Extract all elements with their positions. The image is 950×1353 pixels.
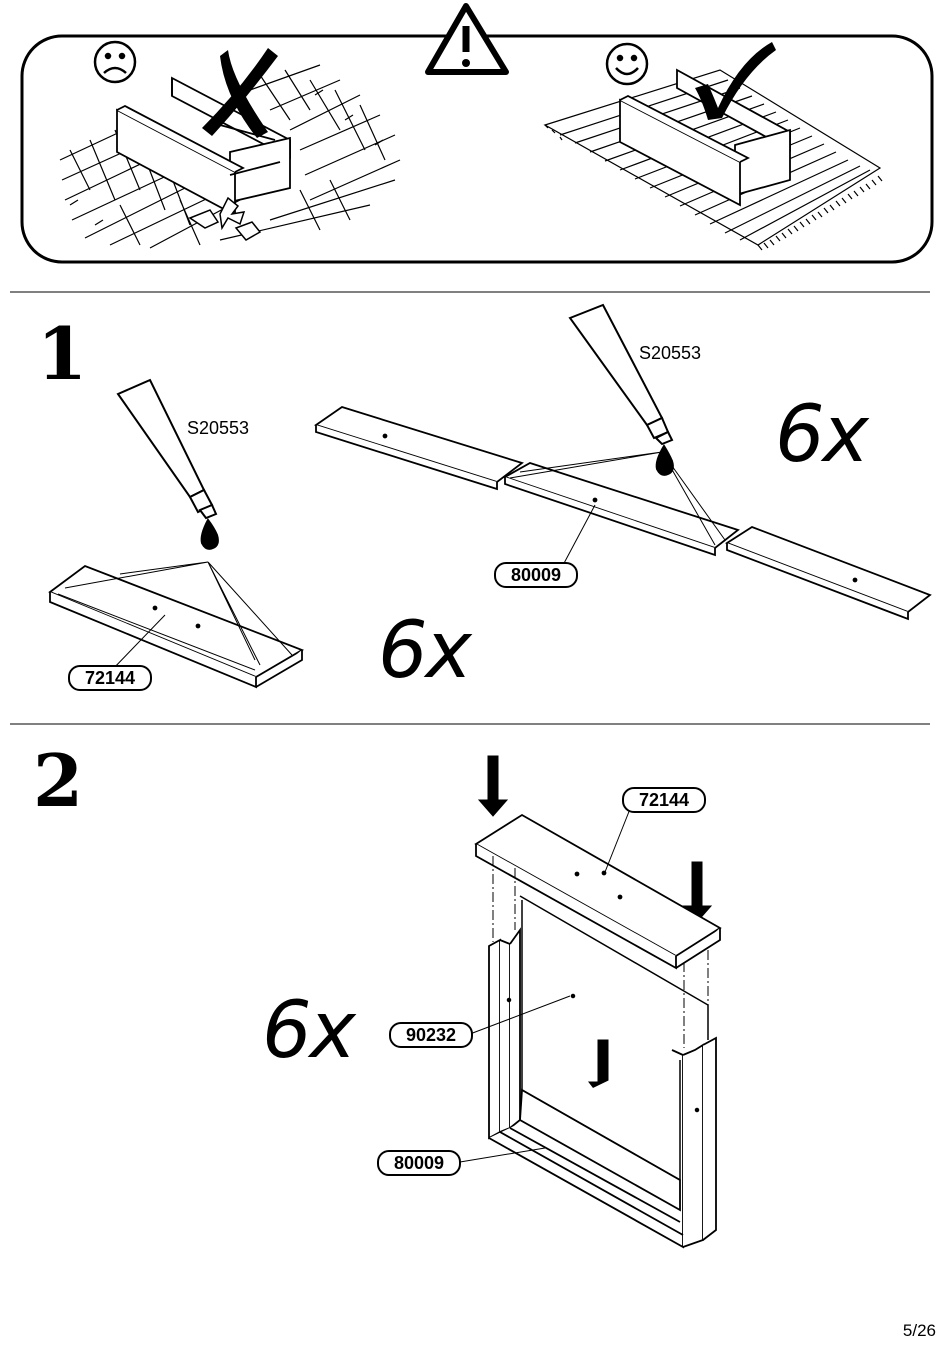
- panel-90232: [506, 895, 709, 1181]
- warning-panel: [20, 3, 934, 264]
- part-number-label: 72144: [622, 787, 706, 813]
- leader-72144-a: [109, 614, 166, 673]
- tiled-floor: [59, 64, 401, 249]
- splinters: [188, 196, 262, 241]
- glue-lines-b: [509, 451, 726, 546]
- glue-code-label: S20553: [187, 418, 250, 438]
- glue-code-label: S20553: [639, 343, 702, 363]
- sad-face-icon: [93, 40, 137, 84]
- board-72144: [48, 564, 305, 689]
- part-number-label: 80009: [494, 562, 578, 588]
- happy-face-icon: [605, 42, 649, 86]
- leader-80009-a: [561, 504, 596, 568]
- glue-tube-icon: [568, 303, 674, 476]
- part-number-label: 90232: [389, 1022, 473, 1048]
- check-mark-icon: [695, 42, 776, 120]
- down-arrow-icon: [681, 861, 713, 923]
- glue-tube-icon: [116, 378, 219, 550]
- glue-lines-a: [64, 561, 293, 666]
- top-board-72144: [474, 813, 722, 970]
- part-number-label: 80009: [377, 1150, 461, 1176]
- frame-80009: [488, 927, 717, 1249]
- quantity-multiplier: 6x: [775, 390, 869, 480]
- page-number: 5/26: [902, 1321, 936, 1340]
- box-assembly-bad: [116, 76, 291, 217]
- leaders-step2: [459, 808, 631, 1163]
- part-number-label: 72144: [68, 665, 152, 691]
- down-arrow-icon: [477, 755, 509, 817]
- x-mark-icon: [202, 48, 278, 138]
- quantity-multiplier: 6x: [262, 986, 356, 1076]
- rail-80009: [313, 406, 932, 621]
- warning-triangle-icon: [425, 3, 509, 75]
- quantity-multiplier: 6x: [378, 606, 472, 696]
- step-number-1: 1: [37, 311, 88, 396]
- step-number-2: 2: [33, 738, 84, 823]
